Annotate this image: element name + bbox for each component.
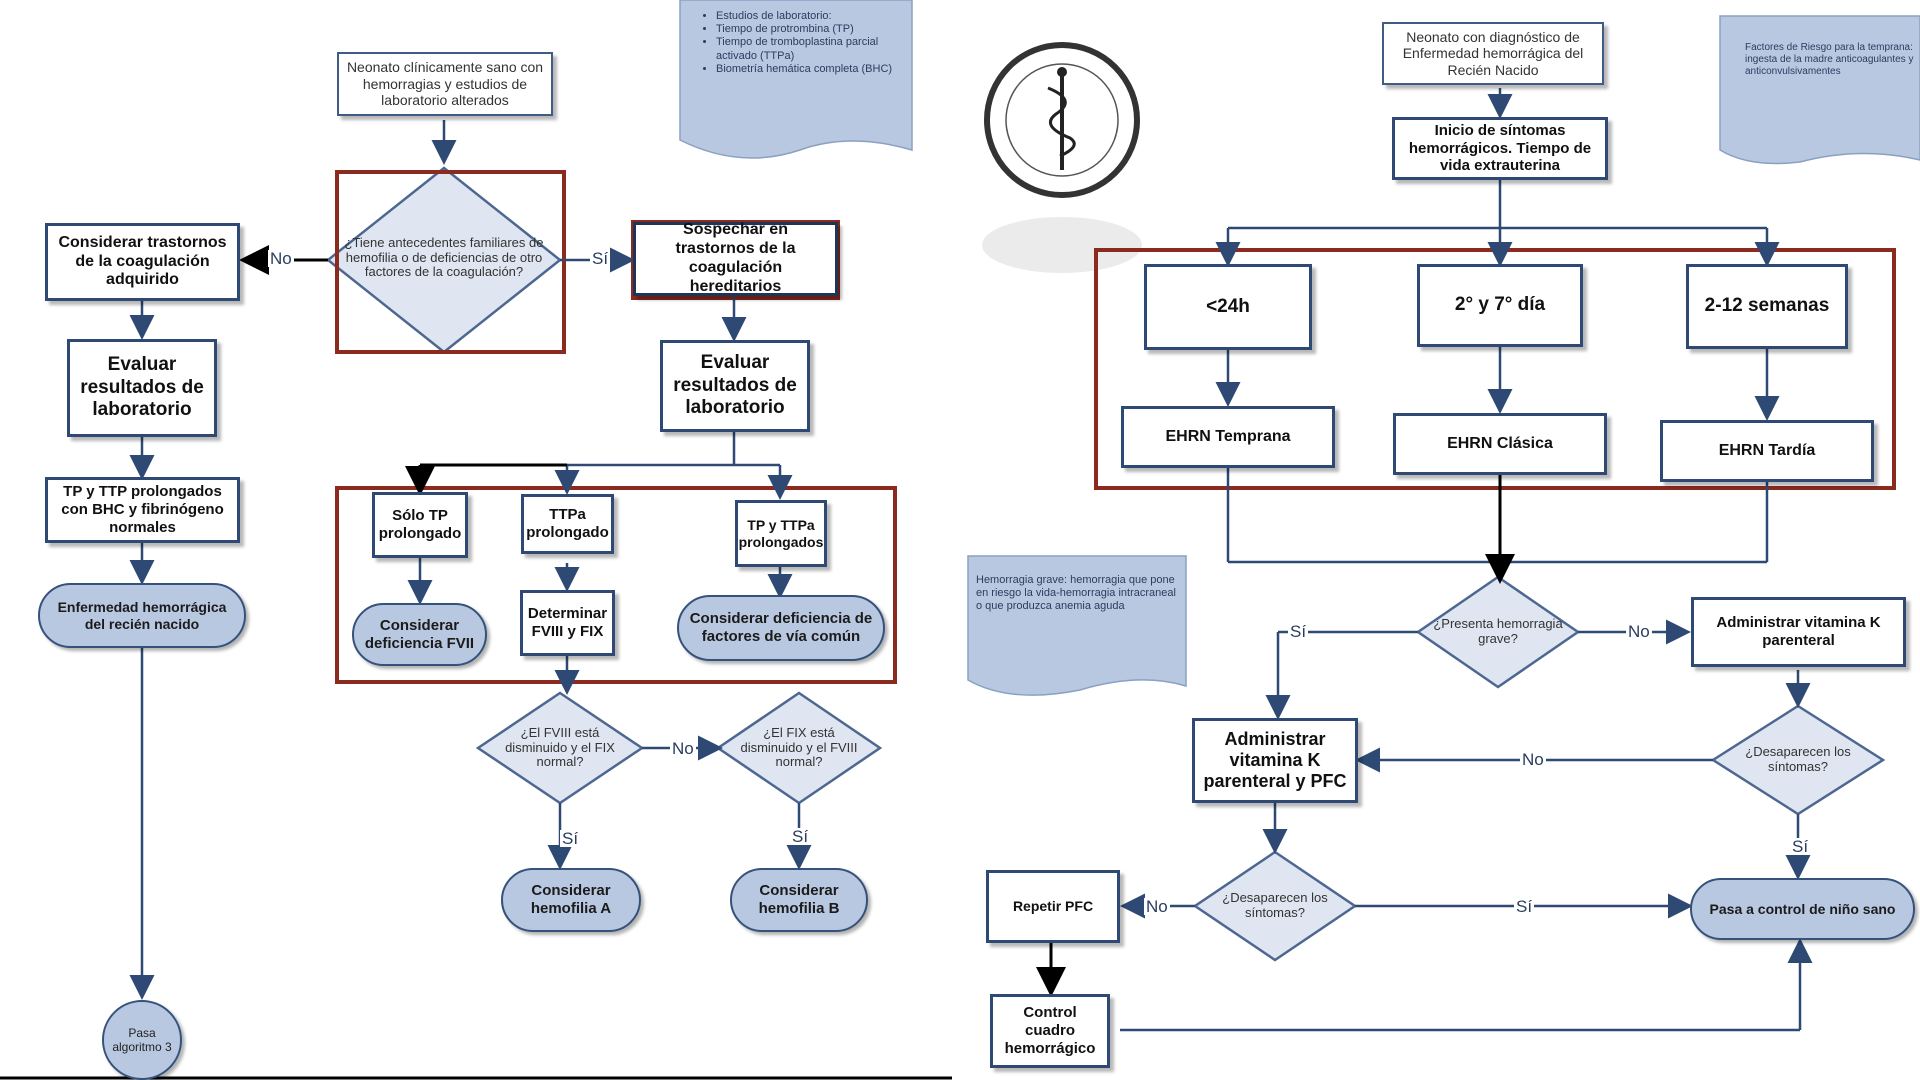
fix-question: ¿El FIX está disminuido y el FVIII norma… xyxy=(740,724,858,770)
severe-hemorrhage-question: ¿Presenta hemorragia grave? xyxy=(1433,616,1563,646)
tp-ttp-box: TP y TTP prolongados con BHC y fibrinóge… xyxy=(45,477,240,543)
ehrn-late-box: EHRN Tardía xyxy=(1660,420,1874,482)
no-label: No xyxy=(268,249,294,268)
repeat-pfc-box: Repetir PFC xyxy=(986,870,1120,943)
si-label-3: Sí xyxy=(790,827,811,846)
time-under-24h-box: <24h xyxy=(1144,264,1312,350)
highlight-lab-results xyxy=(335,486,897,684)
risk-factors-note: Factores de Riesgo para la temprana: ing… xyxy=(1745,42,1914,77)
determine-fviii-fix-box: Determinar FVIII y FIX xyxy=(520,590,615,656)
desap2-decision-diamond xyxy=(1192,850,1358,962)
note-item: Biometría hemática completa (BHC) xyxy=(716,63,912,76)
family-history-question: ¿Tiene antecedentes familiares de hemofi… xyxy=(344,234,544,280)
symptoms-disappear-question-2: ¿Desaparecen los síntomas? xyxy=(1222,890,1328,920)
severe-hemorrhage-note: Hemorragia grave: hemorragia que pone en… xyxy=(976,574,1176,613)
si-label-a: Sí xyxy=(1288,622,1309,641)
hereditary-disorder-box: Sospechar en trastornos de la coagulació… xyxy=(633,221,838,296)
ttpa-box: TTPa prolongado xyxy=(521,494,614,554)
symptoms-disappear-question-1: ¿Desaparecen los síntomas? xyxy=(1745,744,1851,774)
evaluate-left-box: Evaluar resultados de laboratorio xyxy=(67,339,217,437)
right-note-top-shape xyxy=(1719,15,1920,165)
control-hemorrhage-box: Control cuadro hemorrágico xyxy=(990,994,1110,1068)
common-pathway-pill: Considerar deficiencia de factores de ví… xyxy=(677,595,885,661)
si-label: Sí xyxy=(590,249,611,268)
right-note-left-shape xyxy=(967,555,1187,696)
highlight-decision xyxy=(335,170,566,354)
ehrn-early-box: EHRN Temprana xyxy=(1121,406,1335,468)
time-2-7-days-box: 2° y 7° día xyxy=(1417,264,1583,347)
healthy-child-control-pill: Pasa a control de niño sano xyxy=(1690,878,1915,940)
note-item: Tiempo de protrombina (TP) xyxy=(716,23,912,36)
solo-tp-box: Sólo TP prolongado xyxy=(372,492,468,558)
note-item: Tiempo de tromboplastina parcial activad… xyxy=(716,36,912,62)
left-note-shape xyxy=(679,0,913,159)
note-item: Estudios de laboratorio: xyxy=(716,10,912,23)
grave-decision-diamond xyxy=(1415,575,1581,689)
hemophilia-a-pill: Considerar hemofilia A xyxy=(501,868,641,932)
algorithm-3-circle: Pasa algoritmo 3 xyxy=(102,1000,182,1080)
si-label-c: Sí xyxy=(1514,897,1535,916)
administer-vitamin-k-pfc-box: Administrar vitamina K parenteral y PFC xyxy=(1192,718,1358,803)
no-label-b: No xyxy=(1520,750,1546,769)
lab-studies-note: Estudios de laboratorio: Tiempo de protr… xyxy=(702,10,912,76)
administer-vitamin-k-box: Administrar vitamina K parenteral xyxy=(1691,597,1906,667)
si-label-b: Sí xyxy=(1790,837,1811,856)
right-start-node: Neonato con diagnóstico de Enfermedad he… xyxy=(1382,22,1604,85)
fvii-pill: Considerar deficiencia FVII xyxy=(352,603,487,666)
no-label-c: No xyxy=(1144,897,1170,916)
start-node: Neonato clínicamente sano con hemorragia… xyxy=(337,52,553,116)
shadow-blob xyxy=(982,217,1142,273)
onset-box: Inicio de síntomas hemorrágicos. Tiempo … xyxy=(1392,117,1608,180)
ehrn-pill: Enfermedad hemorrágica del recién nacido xyxy=(38,583,246,648)
tp-ttpa-box: TP y TTPa prolongados xyxy=(735,500,827,567)
no-label-a: No xyxy=(1626,622,1652,641)
ehrn-classic-box: EHRN Clásica xyxy=(1393,413,1607,475)
hemophilia-b-pill: Considerar hemofilia B xyxy=(730,868,868,932)
evaluate-right-box: Evaluar resultados de laboratorio xyxy=(660,340,810,432)
logo-emblem xyxy=(984,42,1140,198)
fviii-question: ¿El FVIII está disminuido y el FIX norma… xyxy=(505,724,615,770)
time-2-12-weeks-box: 2-12 semanas xyxy=(1686,264,1848,349)
no-label-2: No xyxy=(670,739,696,758)
si-label-2: Sí xyxy=(560,829,581,848)
acquired-disorder-box: Considerar trastornos de la coagulación … xyxy=(45,223,240,301)
